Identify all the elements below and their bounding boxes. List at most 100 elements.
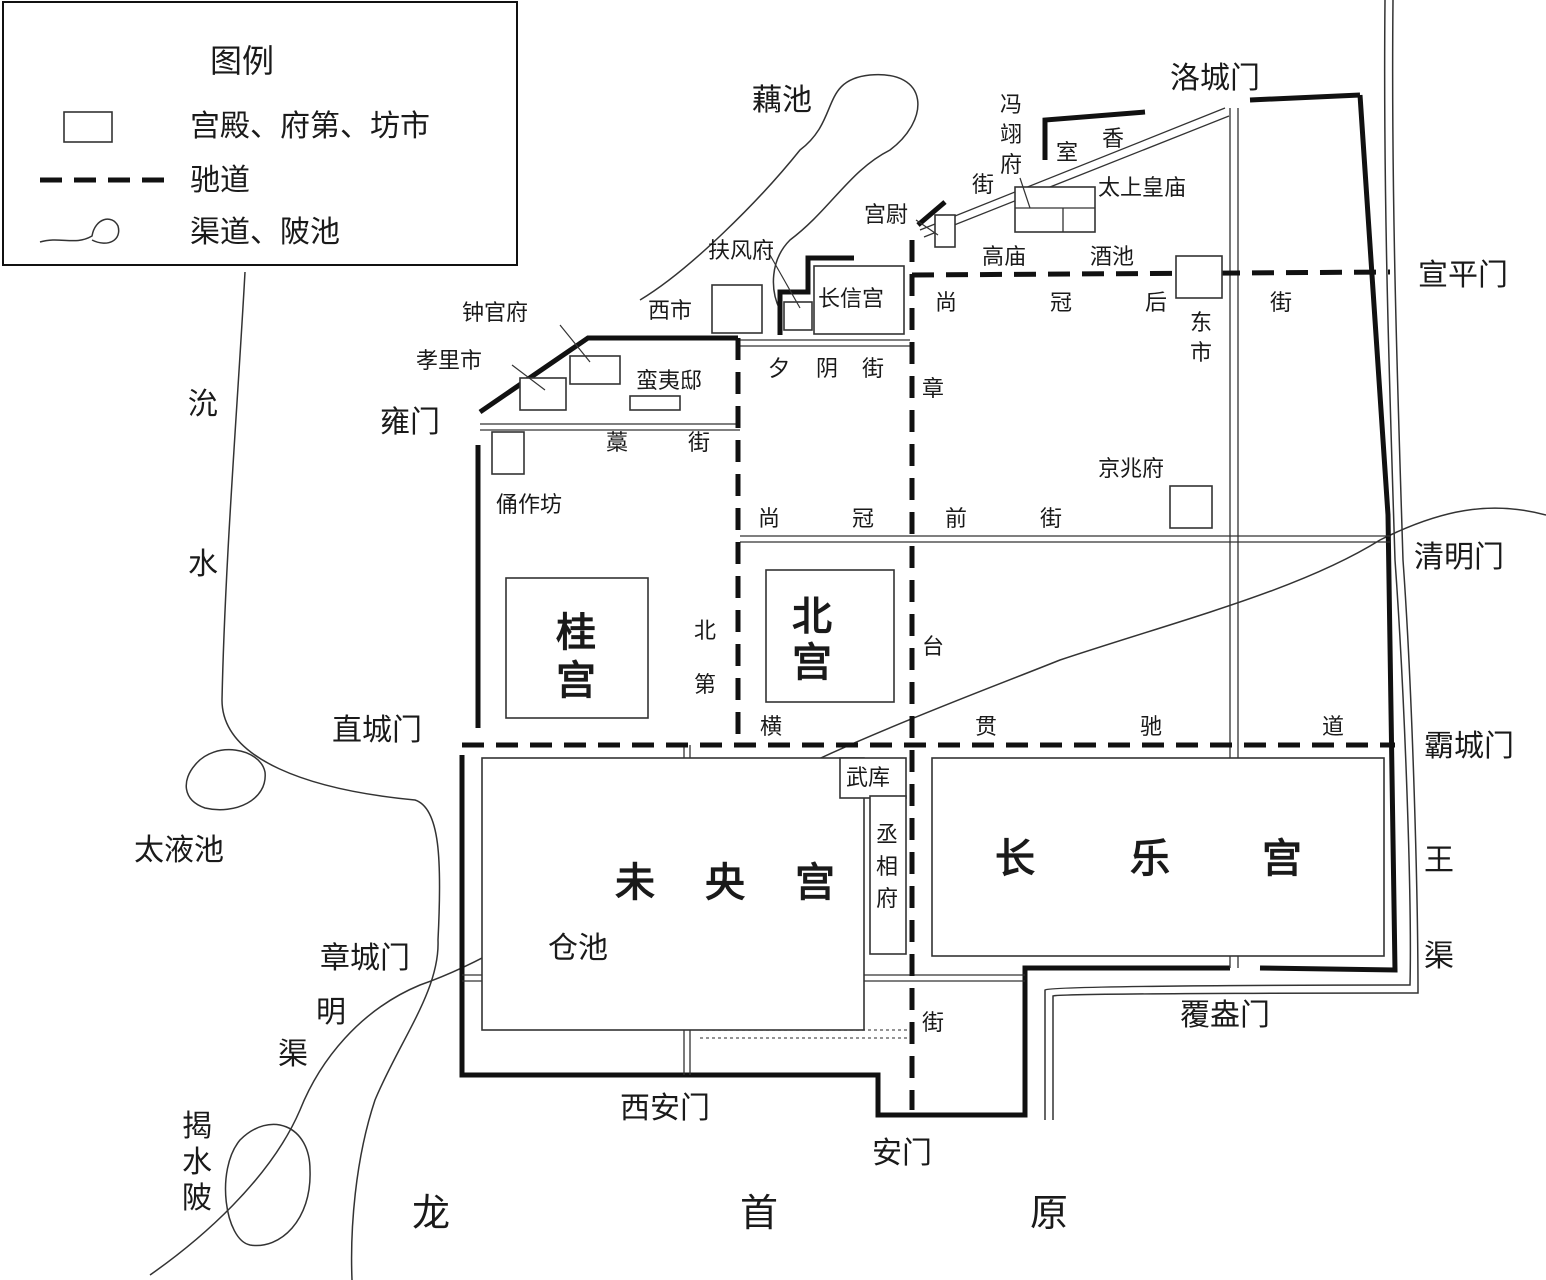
longshou-char-3: 原 xyxy=(1030,1191,1068,1235)
weiyang-char-3: 宫 xyxy=(795,859,835,906)
changle-char-3: 宫 xyxy=(1262,835,1302,882)
legend-canal-symbol xyxy=(39,218,120,244)
wang-canal-bank xyxy=(1052,0,1419,1120)
south-wall-west xyxy=(459,755,910,1118)
chidao-roads xyxy=(462,240,1395,1110)
leader-gongwei xyxy=(915,219,939,236)
manyi-label: 蛮夷邸 xyxy=(636,369,702,394)
gate-labels: 洛城门 宣平门 清明门 霸城门 覆盎门 安门 西安门 章城门 直城门 雍门 xyxy=(320,61,1514,1171)
zhangtai-char-1: 章 xyxy=(922,377,944,402)
leader-lines xyxy=(511,177,1031,391)
north-wall-gongwei xyxy=(916,200,947,227)
shangguan-hou-char-3: 后 xyxy=(1145,291,1167,316)
longshou-char-2: 首 xyxy=(740,1191,778,1235)
legend-palace-symbol xyxy=(63,111,113,143)
wangqu-char-1: 王 xyxy=(1424,843,1454,878)
jingzhao-label: 京兆府 xyxy=(1098,457,1164,482)
chengxiang-char-1: 丞 xyxy=(876,823,898,848)
hengguan-char-4: 道 xyxy=(1322,715,1344,740)
gongwei-label: 宫尉 xyxy=(864,203,908,228)
shangguan-qian-char-3: 前 xyxy=(945,507,967,532)
changle-char-1: 长 xyxy=(995,835,1035,882)
fengyi-char-1: 冯 xyxy=(1000,93,1022,118)
city-walls xyxy=(459,92,1398,1118)
gate-yongmen: 雍门 xyxy=(380,405,440,440)
legend-palace-label: 宫殿、府第、坊市 xyxy=(190,109,430,144)
chengxiang-char-2: 相 xyxy=(876,855,898,880)
gate-anmen: 安门 xyxy=(872,1136,932,1171)
shangguan-qian-char-1: 尚 xyxy=(758,507,780,532)
gaomiao-label: 高庙 xyxy=(982,245,1026,270)
fufeng-office xyxy=(783,301,813,331)
north-wall-step xyxy=(777,255,854,335)
palaces xyxy=(481,186,1385,1031)
gate-zhangcheng: 章城门 xyxy=(320,941,410,976)
dongshi-char-1: 东 xyxy=(1190,311,1212,336)
wuku-label: 武库 xyxy=(846,766,890,791)
changxin-palace xyxy=(813,265,905,335)
bei-char-2: 宫 xyxy=(792,639,832,686)
shixiang-char-2: 香 xyxy=(1102,127,1124,152)
zhongguan-office xyxy=(569,355,621,385)
wangqu-char-2: 渠 xyxy=(1424,939,1454,974)
weiyang-palace xyxy=(481,757,865,1031)
northwest-wall xyxy=(478,335,738,415)
hengguan-char-3: 驰 xyxy=(1140,715,1162,740)
jieshui-char-2: 水 xyxy=(182,1145,212,1180)
ward-labels: 扶风府 西市 钟官府 孝里市 蛮夷邸 俑作坊 东 市 京兆府 冯 翊 府 宫尉 … xyxy=(416,93,1212,518)
ou-pond xyxy=(639,74,919,311)
zhangtai-char-2: 台 xyxy=(922,635,944,660)
weiyang-char-1: 未 xyxy=(615,859,655,906)
xishi-market xyxy=(711,284,763,334)
xiyin-char-3: 街 xyxy=(862,357,884,382)
gate-bacheng: 霸城门 xyxy=(1424,729,1514,764)
hengguan-char-1: 横 xyxy=(760,715,782,740)
jingzhao-office xyxy=(1169,485,1213,529)
legend: 图例 宫殿、府第、坊市 驰道 渠道、陂池 xyxy=(2,1,518,266)
jieshui-pond xyxy=(224,1123,311,1247)
terrain-labels: 龙 首 原 xyxy=(412,1191,1068,1235)
shangguan-hou-char-2: 冠 xyxy=(1050,291,1072,316)
bei-char-1: 北 xyxy=(792,593,832,640)
fufeng-label: 扶风府 xyxy=(708,239,774,264)
zhangtai-char-3: 街 xyxy=(922,1011,944,1036)
waterways xyxy=(149,0,1546,1280)
gui-char-2: 宫 xyxy=(556,657,596,704)
north-wall-feng xyxy=(1042,109,1146,160)
gate-zhicheng: 直城门 xyxy=(332,713,422,748)
gate-xuanping: 宣平门 xyxy=(1418,258,1508,293)
mingqu-char-2: 渠 xyxy=(278,1037,308,1072)
xiang-jie-label: 街 xyxy=(972,173,994,198)
beidi-char-1: 北 xyxy=(694,619,716,644)
taishang-label: 太上皇庙 xyxy=(1098,176,1186,201)
leader-fengyi xyxy=(1019,177,1031,209)
gui-palace xyxy=(505,577,649,719)
leader-fufeng xyxy=(769,254,801,309)
dongshi-char-2: 市 xyxy=(1190,341,1212,366)
chengxiang-office xyxy=(869,795,907,955)
changle-palace xyxy=(931,757,1385,957)
fengyi-char-2: 翊 xyxy=(1000,123,1022,148)
mingqu-char-1: 明 xyxy=(316,995,346,1030)
gate-qingming: 清明门 xyxy=(1414,540,1504,575)
ouchi-label: 藕池 xyxy=(752,83,812,118)
yi-char-2: 水 xyxy=(188,547,218,582)
palace-labels: 未 央 宫 长 乐 宫 桂 宫 北 宫 长信宫 武库 丞 相 府 高庙 太上皇庙… xyxy=(556,176,1302,912)
jieshui-char-3: 陂 xyxy=(182,1181,212,1216)
north-wall-east xyxy=(1249,92,1361,103)
manyi-lodge xyxy=(629,395,681,411)
changxin-label: 长信宫 xyxy=(818,287,884,312)
dongshi-market xyxy=(1175,255,1223,299)
beidi-char-2: 第 xyxy=(694,673,716,698)
shangguan-hou-char-1: 尚 xyxy=(935,291,957,316)
gao-char-1: 藁 xyxy=(606,431,628,456)
hengguan-char-2: 贯 xyxy=(975,715,997,740)
jiuchi-label: 酒池 xyxy=(1090,245,1134,270)
shixiang-char-1: 室 xyxy=(1056,141,1078,166)
cangchi-label: 仓池 xyxy=(548,931,608,966)
gao-char-2: 街 xyxy=(688,431,710,456)
water-labels: 藕池 仓池 太液池 沇 水 王 渠 明 渠 揭 水 陂 xyxy=(134,83,1454,1216)
gate-xian: 西安门 xyxy=(620,1091,710,1126)
leader-zhongguan xyxy=(559,324,591,363)
